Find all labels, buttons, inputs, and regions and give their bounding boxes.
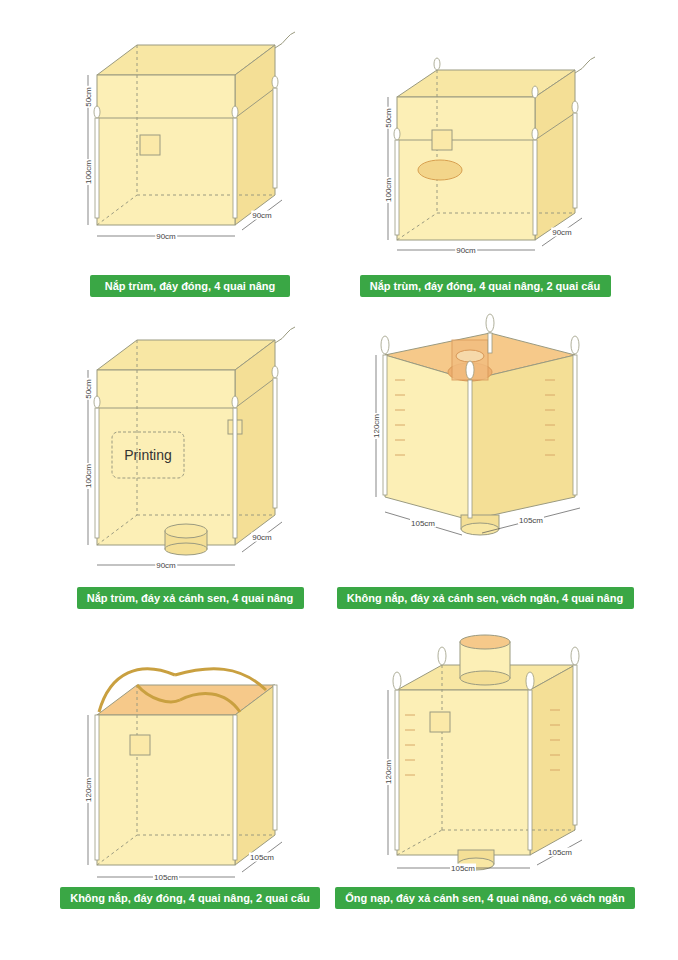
caption-band: Không nắp, đáy xả cánh sen, vách ngăn, 4… <box>337 587 634 609</box>
dimension-label: 50cm <box>84 378 93 400</box>
dimension-label: 90cm <box>155 232 177 241</box>
dimension-label: 90cm <box>155 561 177 570</box>
dimension-label: 50cm <box>384 107 393 129</box>
bag-front <box>97 75 235 225</box>
bag-side <box>235 45 275 225</box>
dimension-label: 120cm <box>84 777 93 803</box>
dimension-label: 105cm <box>410 519 436 528</box>
print-area <box>112 432 184 478</box>
dimension-label: 120cm <box>384 759 393 785</box>
caption-text: Không nắp, đáy xả cánh sen, vách ngăn, 4… <box>345 591 626 605</box>
dimension-label: 100cm <box>84 159 93 185</box>
crane-loop <box>99 669 175 712</box>
dimension-label: 90cm <box>251 211 273 220</box>
dimension-label: 90cm <box>251 533 273 542</box>
label-pocket <box>140 135 160 155</box>
discharge-spout <box>165 524 207 538</box>
lift-loops <box>94 58 579 860</box>
dimension-label: 90cm <box>455 246 477 255</box>
dimension-label: 50cm <box>84 86 93 108</box>
dimension-label: 105cm <box>249 853 275 862</box>
caption-text: Nắp trùm, đáy đóng, 4 quai nâng <box>98 279 282 293</box>
print-label: Printing <box>124 447 171 463</box>
bag-side <box>535 70 575 240</box>
caption-band: Ống nạp, đáy xả cánh sen, 4 quai nâng, c… <box>335 887 635 909</box>
caption-text: Không nắp, đáy đóng, 4 quai nâng, 2 quai… <box>68 891 312 905</box>
dimension-lines <box>88 75 582 877</box>
caption-band: Nắp trùm, đáy đóng, 4 quai nâng, 2 quai … <box>360 275 611 297</box>
dimension-label: 100cm <box>84 463 93 489</box>
caption-band: Nắp trùm, đáy đóng, 4 quai nâng <box>90 275 290 297</box>
dimension-label: 105cm <box>153 873 179 882</box>
caption-text: Ống nạp, đáy xả cánh sen, 4 quai nâng, c… <box>343 891 627 905</box>
caption-band: Không nắp, đáy đóng, 4 quai nâng, 2 quai… <box>60 887 320 909</box>
dimension-label: 120cm <box>372 413 381 439</box>
dimension-label: 105cm <box>547 848 573 857</box>
caption-text: Nắp trùm, đáy xả cánh sen, 4 quai nâng <box>85 591 296 605</box>
caption-text: Nắp trùm, đáy đóng, 4 quai nâng, 2 quai … <box>368 279 603 293</box>
dimension-label: 105cm <box>450 864 476 873</box>
bag-front <box>397 97 535 240</box>
dimension-label: 105cm <box>518 516 544 525</box>
dimension-label: 100cm <box>384 177 393 203</box>
caption-band: Nắp trùm, đáy xả cánh sen, 4 quai nâng <box>77 587 304 609</box>
logo-mark <box>418 160 462 180</box>
dimension-label: 90cm <box>551 228 573 237</box>
